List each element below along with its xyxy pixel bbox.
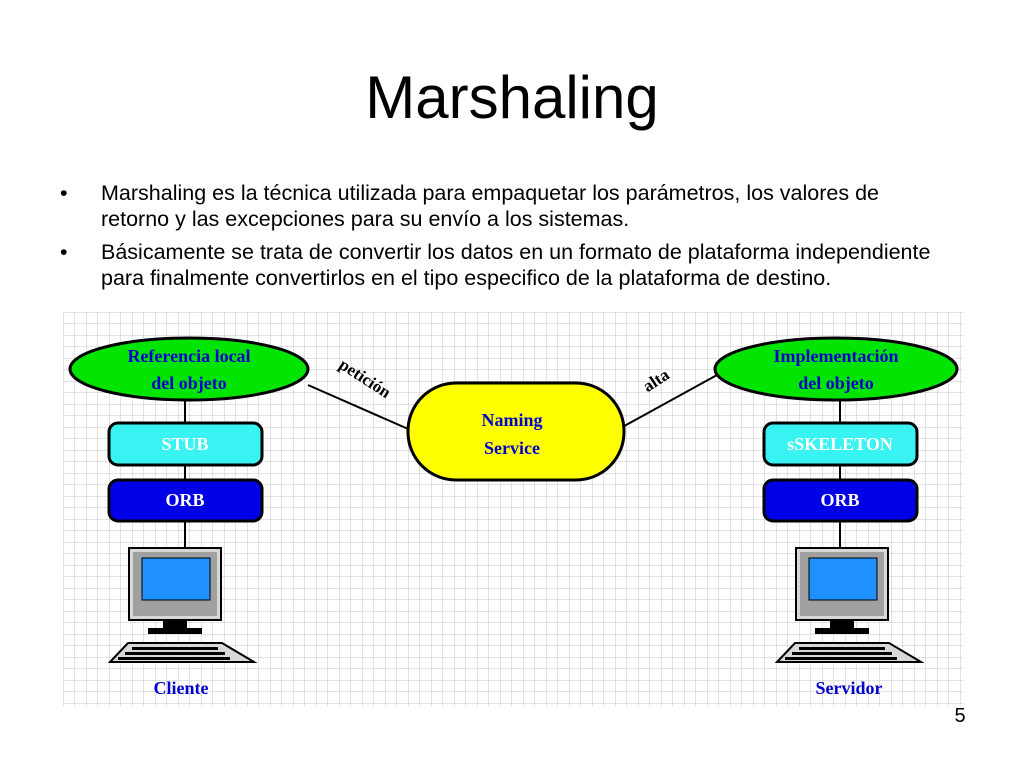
naming-service-node [406, 381, 626, 482]
stub-label: STUB [161, 434, 208, 454]
client-reference-label-1: Referencia local [127, 346, 250, 366]
alta-connector [616, 374, 718, 431]
bullet-marker: • [60, 181, 68, 205]
server-implementation-ellipse [713, 336, 959, 402]
bullet-text: Marshaling es la técnica utilizada para … [101, 181, 879, 231]
server-implementation-label-2: del objeto [798, 373, 874, 393]
bullet-item: • Básicamente se trata de convertir los … [60, 239, 950, 291]
client-orb-box [107, 478, 264, 523]
client-reference-label-2: del objeto [151, 373, 227, 393]
slide-title: Marshaling [365, 64, 659, 131]
client-computer-icon [107, 547, 258, 663]
client-orb-label: ORB [165, 490, 204, 510]
bullet-marker: • [60, 240, 68, 264]
bullet-item: • Marshaling es la técnica utilizada par… [60, 180, 950, 232]
server-orb-box [762, 478, 919, 523]
naming-service-label-2: Service [484, 438, 540, 458]
bullet-text: Básicamente se trata de convertir los da… [101, 240, 931, 290]
server-implementation-label-1: Implementación [774, 346, 899, 366]
servidor-label: Servidor [816, 678, 883, 698]
bullet-list: • Marshaling es la técnica utilizada par… [60, 180, 950, 298]
page-number: 5 [954, 705, 966, 727]
cliente-label: Cliente [154, 678, 209, 698]
skeleton-label: sSKELETON [787, 434, 893, 454]
server-orb-label: ORB [820, 490, 859, 510]
client-reference-ellipse [68, 336, 310, 402]
skeleton-box [762, 421, 919, 467]
peticion-connector [307, 384, 416, 433]
naming-service-label-1: Naming [481, 410, 542, 430]
server-computer-icon [774, 547, 925, 663]
stub-box [107, 421, 264, 467]
